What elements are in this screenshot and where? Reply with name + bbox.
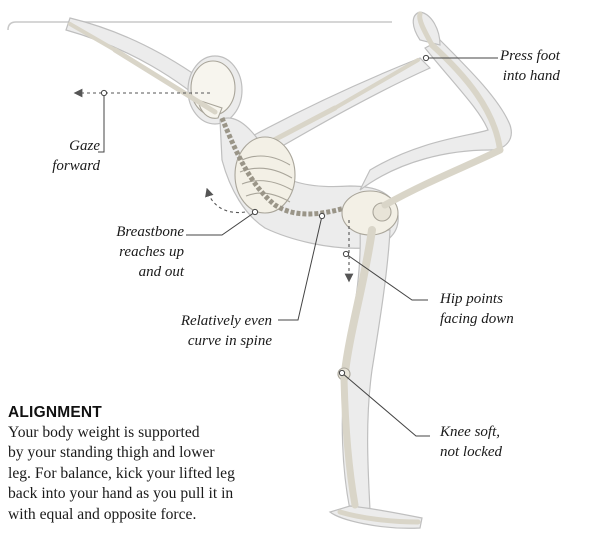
callout-breastbone-line3: and out [80,262,184,282]
callout-spine: Relatively even curve in spine [148,311,272,351]
callout-press-foot-line2: into hand [500,66,560,86]
callout-knee: Knee soft, not locked [440,422,502,462]
alignment-section: ALIGNMENT Your body weight is supported … [8,403,308,525]
callout-spine-line1: Relatively even [148,311,272,331]
callout-breastbone-line2: reaches up [80,242,184,262]
frame-line [8,22,392,30]
callout-spine-line2: curve in spine [148,331,272,351]
alignment-line-5: with equal and opposite force. [8,505,308,525]
callout-hip-line1: Hip points [440,289,514,309]
callout-hip: Hip points facing down [440,289,514,329]
callout-press-foot-line1: Press foot [500,46,560,66]
callout-knee-line1: Knee soft, [440,422,502,442]
alignment-line-3: leg. For balance, kick your lifted leg [8,464,308,484]
callout-hip-line2: facing down [440,309,514,329]
alignment-line-2: by your standing thigh and lower [8,443,308,463]
callout-gaze-line1: Gaze [38,136,100,156]
breastbone-leader [186,212,255,235]
callout-knee-line2: not locked [440,442,502,462]
alignment-body: Your body weight is supported by your st… [8,423,308,525]
callout-breastbone: Breastbone reaches up and out [80,222,184,282]
callout-breastbone-line1: Breastbone [80,222,184,242]
callout-gaze-line2: forward [38,156,100,176]
alignment-line-4: back into your hand as you pull it in [8,484,308,504]
alignment-line-1: Your body weight is supported [8,423,308,443]
callout-press-foot: Press foot into hand [500,46,560,86]
callout-gaze: Gaze forward [38,136,100,176]
alignment-heading: ALIGNMENT [8,403,308,423]
